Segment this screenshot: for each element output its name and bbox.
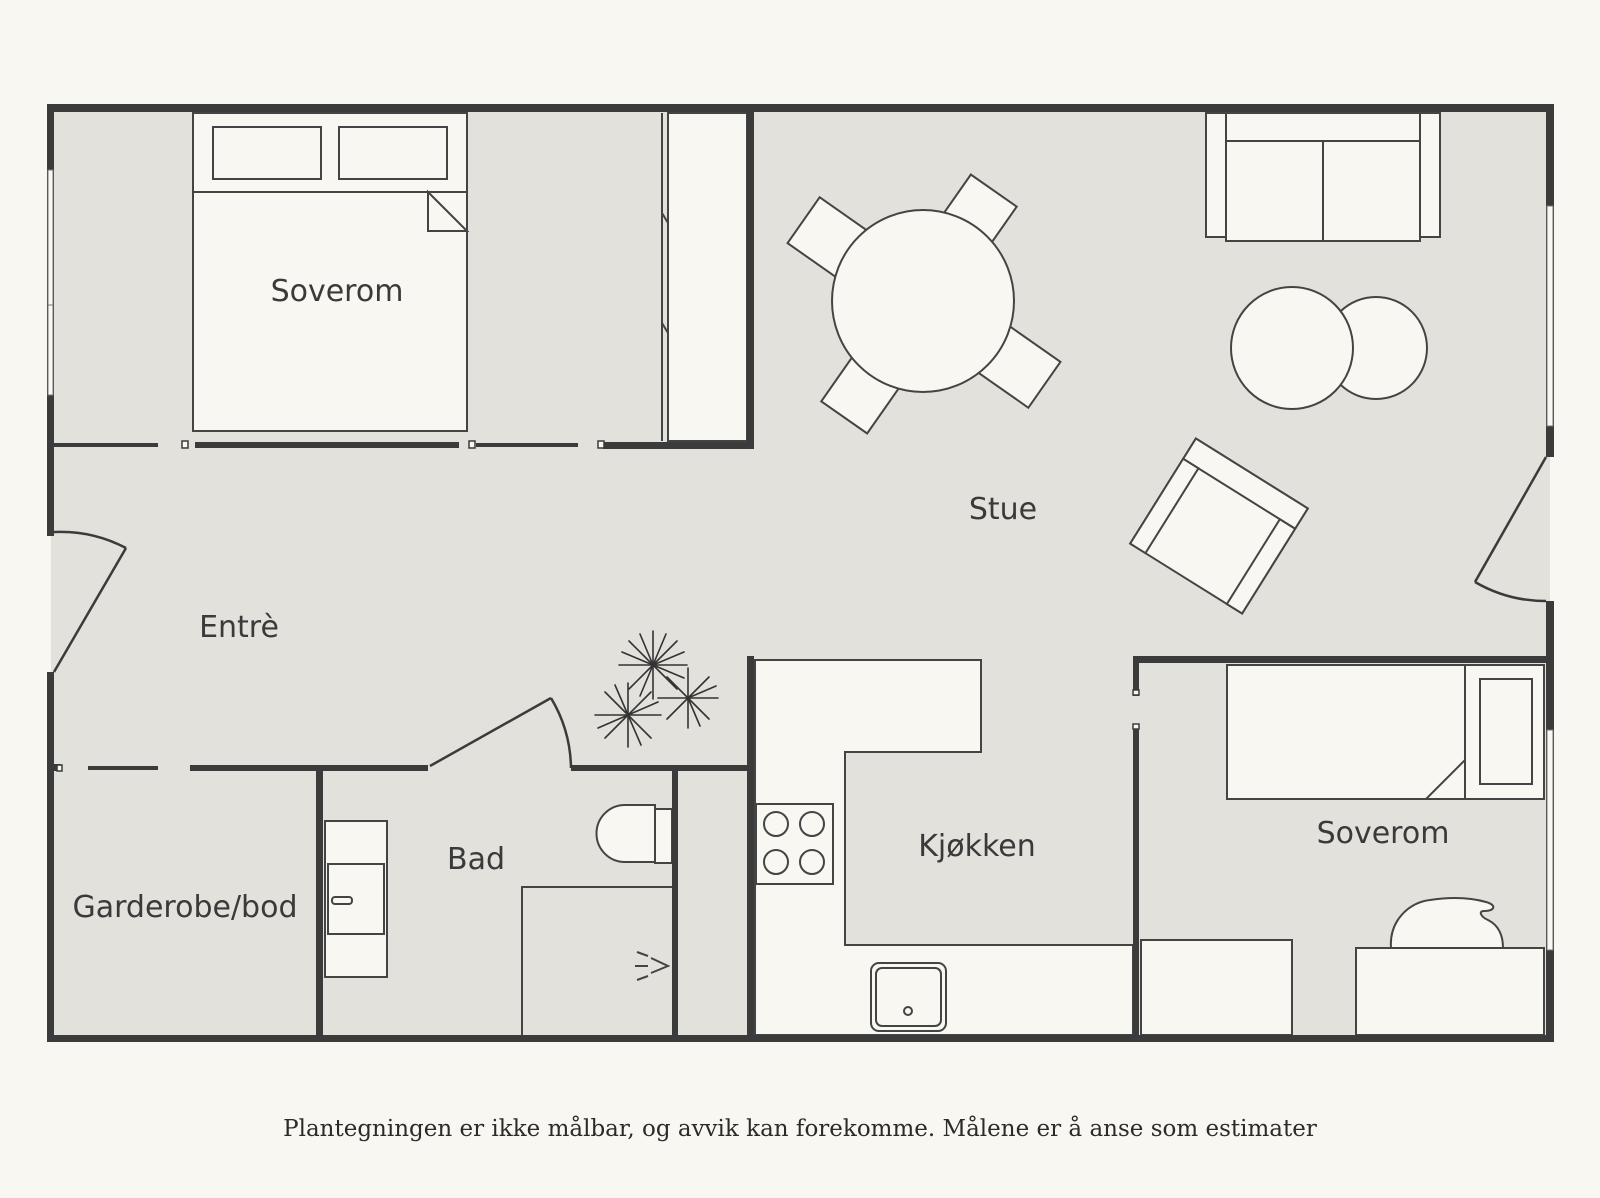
desk-chair [1389,896,1505,949]
desk [1355,947,1545,1036]
disclaimer-text: Plantegningen er ikke målbar, og avvik k… [283,1116,1317,1142]
toilet [595,804,673,864]
room-label-entre: Entrè [199,610,279,645]
plant [594,630,719,748]
coffee-table [1230,286,1354,410]
doors [52,456,1548,769]
armchair [1128,437,1310,615]
windows [47,169,1554,951]
single-bed [1226,664,1545,800]
wardrobe-bedroom-1 [661,112,748,442]
room-label-kjokken: Kjøkken [918,829,1036,864]
room-label-soverom-2: Soverom [1317,816,1450,851]
bathroom-sink [324,820,388,978]
bathroom-door [429,696,573,769]
shower [521,886,674,1035]
room-label-garderobe: Garderobe/bod [72,890,297,925]
dining-table [831,209,1015,393]
entrance-door [52,530,128,673]
sofa [1205,112,1441,242]
room-label-soverom-1: Soverom [271,274,404,309]
double-bed [192,112,470,432]
room-label-stue: Stue [969,492,1037,527]
dining-set [786,173,1062,435]
kitchen-sink [870,962,947,1032]
room-label-bad: Bad [447,842,505,877]
wardrobe-bedroom-2 [1140,939,1293,1036]
balcony-door [1473,456,1548,603]
stove [755,803,834,885]
